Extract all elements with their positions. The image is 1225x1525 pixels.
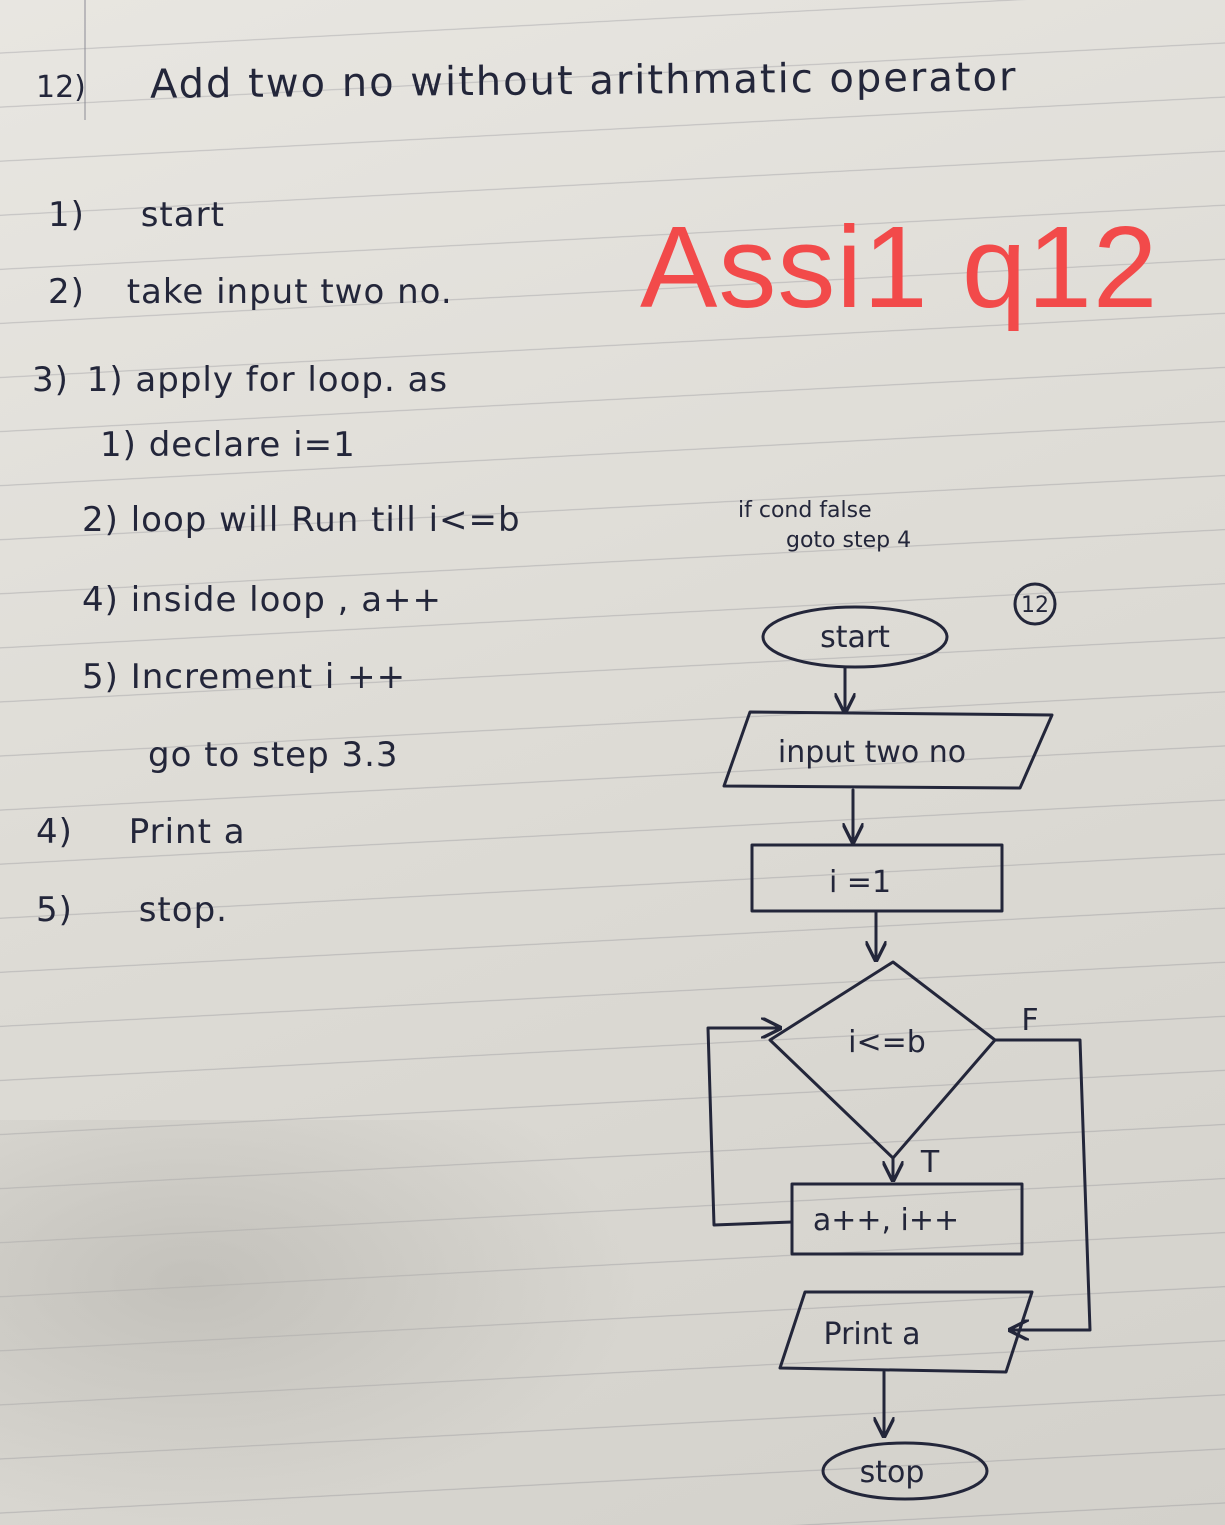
step-4: 4) Print a [36,812,246,852]
step-text: stop. [138,890,228,930]
step-goto: go to step 3.3 [148,735,399,775]
decision-label: i<=b [848,1025,926,1060]
input-parallelogram [722,710,1054,790]
step-text: 5) Increment i ++ [82,657,407,697]
step-text: start [140,195,225,235]
step-2: 2) take input two no. [48,272,453,312]
print-label: Print a [824,1317,921,1352]
step-text: 1) apply for loop. as [86,360,449,400]
step-text: go to step 3.3 [148,735,399,775]
start-label: start [820,620,890,655]
step-3-3: 4) inside loop , a++ [82,580,442,620]
print-parallelogram [778,1290,1034,1374]
question-number: 12) [36,70,86,105]
step-number: 2) [48,272,85,312]
condition-note-line2: goto step 4 [786,528,912,553]
step-text: Print a [128,812,246,852]
step-number: 4) [36,812,73,852]
step-5: 5) stop. [36,890,228,930]
loop-body-box [790,1182,1024,1256]
watermark-label: Assi1 q12 [640,202,1159,332]
condition-note-line1: if cond false [738,498,872,523]
decision-diamond [768,960,997,1160]
step-1: 1) start [48,195,225,235]
step-text: take input two no. [126,272,453,312]
step-number: 1) [48,195,85,235]
start-terminator [761,605,949,669]
margin-line [84,0,86,120]
shadow-area [0,1120,640,1525]
step-text: 2) loop will Run till i<=b [82,500,521,540]
step-text: 4) inside loop , a++ [82,580,443,620]
false-label: F [1021,1003,1038,1038]
step-3-1: 1) declare i=1 [100,425,356,465]
false-path-arrow [993,1038,1092,1330]
condition-note: if cond false goto step 4 [738,496,911,556]
step-number: 5) [36,890,73,930]
loop-body-label: a++, i++ [813,1203,959,1238]
stop-label: stop [860,1455,925,1490]
question-badge [1013,582,1057,626]
step-text: 1) declare i=1 [100,425,356,465]
step-3: 3) 1) apply for loop. as [32,360,448,400]
step-3-4: 5) Increment i ++ [82,657,406,697]
stop-terminator [821,1441,989,1501]
input-label: input two no [778,735,966,770]
true-label: T [920,1145,940,1180]
step-number: 3) [32,360,69,400]
loop-back-arrow [706,1028,794,1227]
badge-text: 12 [1021,593,1049,618]
step-3-2: 2) loop will Run till i<=b [82,500,521,540]
init-label: i =1 [829,865,891,900]
